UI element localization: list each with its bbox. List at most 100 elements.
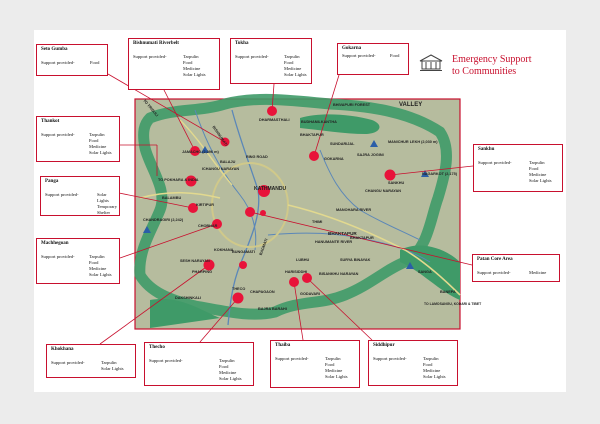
box-seto-gumba: Seto Gumba Support provided- Food	[36, 44, 108, 76]
box-label: Support provided-	[477, 270, 511, 275]
label-chobhar: CHOBHAR	[198, 224, 218, 228]
box-title: Sankhu	[478, 147, 495, 152]
label-thimi: THIMI	[312, 220, 323, 224]
label-sankhu: SANKHU	[388, 181, 405, 185]
box-label: Support provided-	[41, 60, 75, 65]
box-bishnumati-riverbelt: Bishnumati Riverbelt Support provided- T…	[128, 38, 220, 90]
box-label: Support provided-	[235, 54, 269, 59]
label-bisankhu: BISANKHU NARAYAN	[319, 272, 359, 276]
box-label: Support provided-	[45, 192, 79, 197]
label-bhaktapur-small: BHAKTAPUR	[350, 236, 374, 240]
box-label: Support provided-	[342, 53, 376, 58]
label-valley: VALLEY	[399, 102, 423, 108]
label-kirtipur: KIRTIPUR	[196, 203, 214, 207]
label-budhanilkantha: BUDHANILKANTHA	[301, 120, 337, 124]
box-label: Support provided-	[51, 360, 85, 365]
box-gokarna: Gokarna Support provided- Food	[337, 43, 409, 75]
title-line-2: to Communities	[452, 66, 517, 77]
label-bhaktapur-top: BHAKTAPUR	[300, 133, 324, 137]
box-label: Support provided-	[41, 132, 75, 137]
box-label: Support provided-	[149, 358, 183, 363]
box-title: Patan Core Area	[477, 257, 513, 262]
box-label: Support provided-	[41, 254, 75, 259]
label-manichur: MANICHUR LEKH (2,030 m)	[388, 140, 438, 144]
box-title: Seto Gumba	[41, 47, 68, 52]
box-title: Tokha	[235, 41, 249, 46]
box-label: Support provided-	[275, 356, 309, 361]
label-chandragiri: CHANDRAGIRI (2,242)	[143, 218, 184, 222]
label-bhaktapur: BHAKTAPUR	[328, 231, 357, 236]
box-label: Support provided-	[373, 356, 407, 361]
label-manohara: MANOHARA RIVER	[336, 208, 372, 212]
box-label: Support provided-	[133, 54, 167, 59]
label-bungamati: BUNGAMATI	[232, 250, 255, 254]
label-sajra: SAJRA JOGINI	[357, 153, 384, 157]
box-title: Machhegoan	[41, 241, 69, 246]
label-balambu: BALAMBU	[162, 196, 182, 200]
box-patan-core-area: Patan Core Area Support provided- Medici…	[472, 254, 560, 282]
peak-manichur	[370, 140, 378, 147]
label-sundarijal: SUNDARIJAL	[330, 142, 355, 146]
box-title: Thankot	[41, 119, 60, 124]
label-nagarkot: NAGARKOT (2,175)	[422, 172, 458, 176]
label-dakshinkali: DAKSHINKALI	[175, 296, 202, 300]
label-bhivapuri: BHIVAPURI FOREST	[333, 103, 371, 107]
label-kathmandu: KATHMANDU	[254, 186, 287, 192]
box-items: Food	[90, 60, 100, 65]
label-lubhu: LUBHU	[296, 258, 310, 262]
box-title: Bishnumati Riverbelt	[133, 41, 179, 46]
label-ichangu: ICHANGU NARAYAN	[202, 167, 240, 171]
label-pharping: PHARPING	[192, 270, 213, 274]
title-line-1: Emergency Support	[452, 54, 532, 65]
box-items: Medicine	[529, 270, 547, 275]
label-chapagaon: CHAPAGAON	[250, 290, 275, 294]
label-banepa: BANEPA	[440, 290, 456, 294]
label-godavari: GODAVARI	[300, 292, 320, 296]
box-title: Gokarna	[342, 46, 362, 51]
page-title: Emergency Support to Communities	[452, 54, 532, 78]
label-hanumante: HANUMANTE RIVER	[315, 240, 353, 244]
label-harisiddhi: HARISIDDHI	[285, 270, 308, 274]
organization-logo-icon	[419, 54, 443, 71]
label-gokarna: GOKARNA	[324, 157, 344, 161]
peak-sanga	[406, 262, 414, 269]
label-to-pokhara: TO POKHARA & INDIA	[158, 178, 199, 182]
label-balaju: BALAJU	[220, 160, 236, 164]
box-label: Support provided-	[478, 160, 512, 165]
label-sesh: SESH NARAYAN	[180, 259, 210, 263]
label-to-lamosangu: TO LAMOSANGU, KODARI & TIBET	[424, 302, 482, 306]
box-title: Khokhana	[51, 347, 74, 352]
label-changu: CHANGU NARAYAN	[365, 189, 402, 193]
box-title: Panga	[45, 179, 59, 184]
label-theco: THECO	[232, 287, 246, 291]
label-jamacho: JAMACHO (2,096 m)	[182, 150, 219, 154]
label-kokhana: KOKHANA	[214, 248, 234, 252]
label-sanga: SANGA	[418, 270, 432, 274]
map-frame	[134, 98, 461, 330]
label-dharmasthali: DHARMASTHALI	[259, 118, 290, 122]
box-title: Siddhipur	[373, 343, 395, 348]
peak-jamacho	[201, 146, 209, 153]
label-ring-road: RING ROAD	[246, 155, 268, 159]
label-surya: SURYA BINAYAK	[340, 258, 371, 262]
box-title: Thaiba	[275, 343, 291, 348]
box-items: Food	[390, 53, 400, 58]
